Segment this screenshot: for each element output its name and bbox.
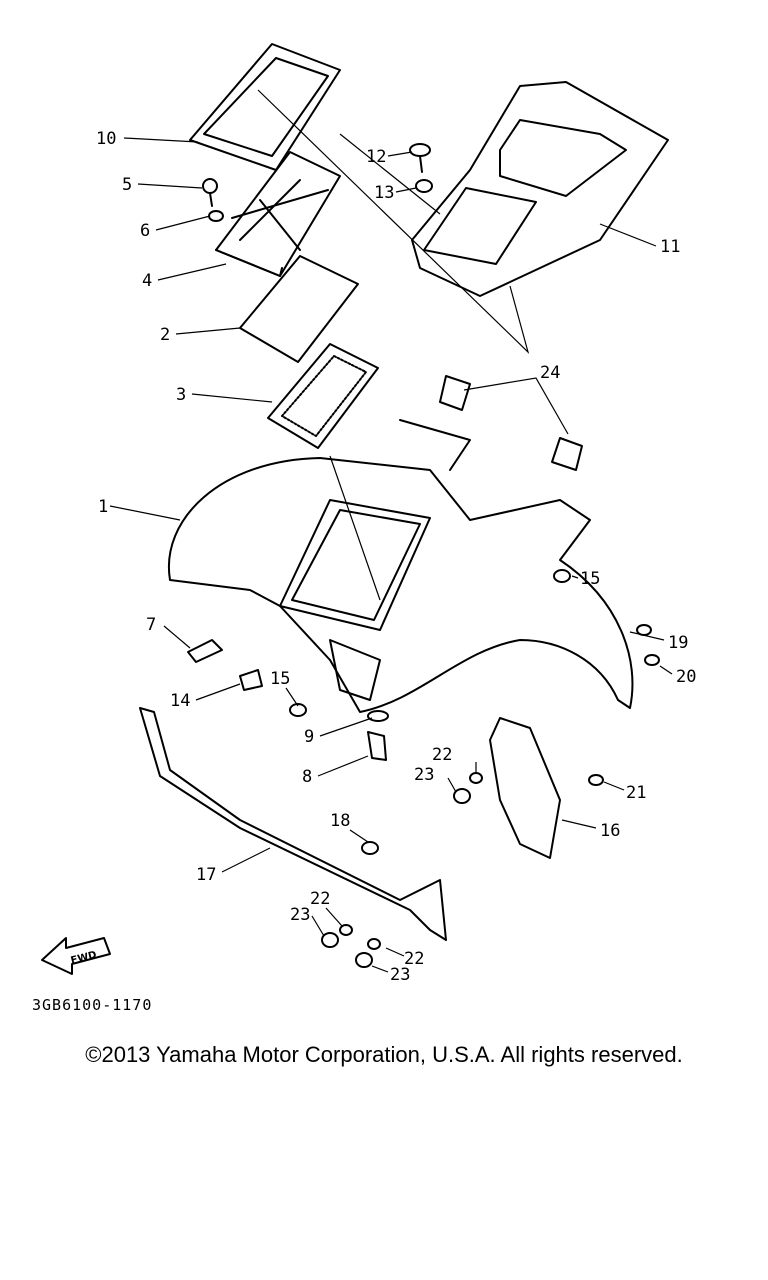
callout-1: 1: [98, 497, 108, 517]
callout-10: 10: [96, 129, 116, 149]
callout-6: 6: [140, 221, 150, 241]
part-1-rear-fender: [167, 419, 634, 713]
callout-8: 8: [302, 767, 312, 787]
part-20-bolt: [644, 654, 660, 666]
callout-14: 14: [170, 691, 190, 711]
callout-23-a: 23: [414, 765, 434, 785]
callout-18: 18: [330, 811, 350, 831]
diagram-code: 3GB6100-1170: [32, 996, 153, 1014]
callout-17: 17: [196, 865, 216, 885]
part-23-nut-b: [321, 932, 339, 948]
callout-23-b: 23: [290, 905, 310, 925]
callout-12: 12: [366, 147, 386, 167]
fwd-arrow-icon: FWD: [41, 937, 111, 975]
part-22-washer-c: [367, 938, 381, 950]
callout-11: 11: [660, 237, 680, 257]
leader-lines: [109, 89, 673, 973]
part-4-case: [215, 151, 341, 277]
part-22-washer-b: [339, 924, 353, 936]
callout-7: 7: [146, 615, 156, 635]
callout-15-left: 15: [270, 669, 290, 689]
callout-20: 20: [676, 667, 696, 687]
part-12-screw: [409, 143, 431, 173]
callout-2: 2: [160, 325, 170, 345]
part-7-band: [187, 639, 223, 663]
callout-13: 13: [374, 183, 394, 203]
part-23-nut-c: [355, 952, 373, 968]
part-18-bolt: [361, 841, 379, 855]
callout-3: 3: [176, 385, 186, 405]
part-13-grommet: [415, 179, 433, 193]
callout-16: 16: [600, 821, 620, 841]
part-10-seal: [189, 43, 341, 171]
callout-5: 5: [122, 175, 132, 195]
callout-24: 24: [540, 363, 560, 383]
part-19-bolt: [636, 624, 652, 636]
part-2-element: [239, 255, 359, 363]
callout-23-c: 23: [390, 965, 410, 985]
part-5-bolt: [202, 178, 218, 207]
callout-4: 4: [142, 271, 152, 291]
part-16-flap: [489, 717, 561, 859]
callout-21: 21: [626, 783, 646, 803]
callout-9: 9: [304, 727, 314, 747]
part-23-nut-a: [453, 788, 471, 804]
callout-22-c: 22: [404, 949, 424, 969]
part-21-bolt: [588, 774, 604, 786]
part-15-bolt-right: [553, 569, 571, 583]
callout-22-b: 22: [310, 889, 330, 909]
part-11-cover: [411, 81, 669, 297]
part-14-clip: [239, 669, 263, 691]
part-8-cap: [367, 731, 387, 761]
copyright-text: ©2013 Yamaha Motor Corporation, U.S.A. A…: [85, 1042, 683, 1067]
part-15-bolt-left: [289, 703, 307, 717]
part-17-stay: [139, 707, 447, 941]
part-24-pads: [439, 375, 583, 471]
part-9-clamp: [367, 710, 389, 722]
part-3-screen: [267, 343, 379, 449]
callout-19: 19: [668, 633, 688, 653]
callout-15-right: 15: [580, 569, 600, 589]
part-22-washer-a: [469, 772, 483, 784]
exploded-parts-diagram: 10 5 6 4 2 3 1 7 14 15 9 8 12 13 11 24 1…: [41, 43, 696, 985]
callout-22-a: 22: [432, 745, 452, 765]
part-6-washer: [208, 210, 224, 222]
